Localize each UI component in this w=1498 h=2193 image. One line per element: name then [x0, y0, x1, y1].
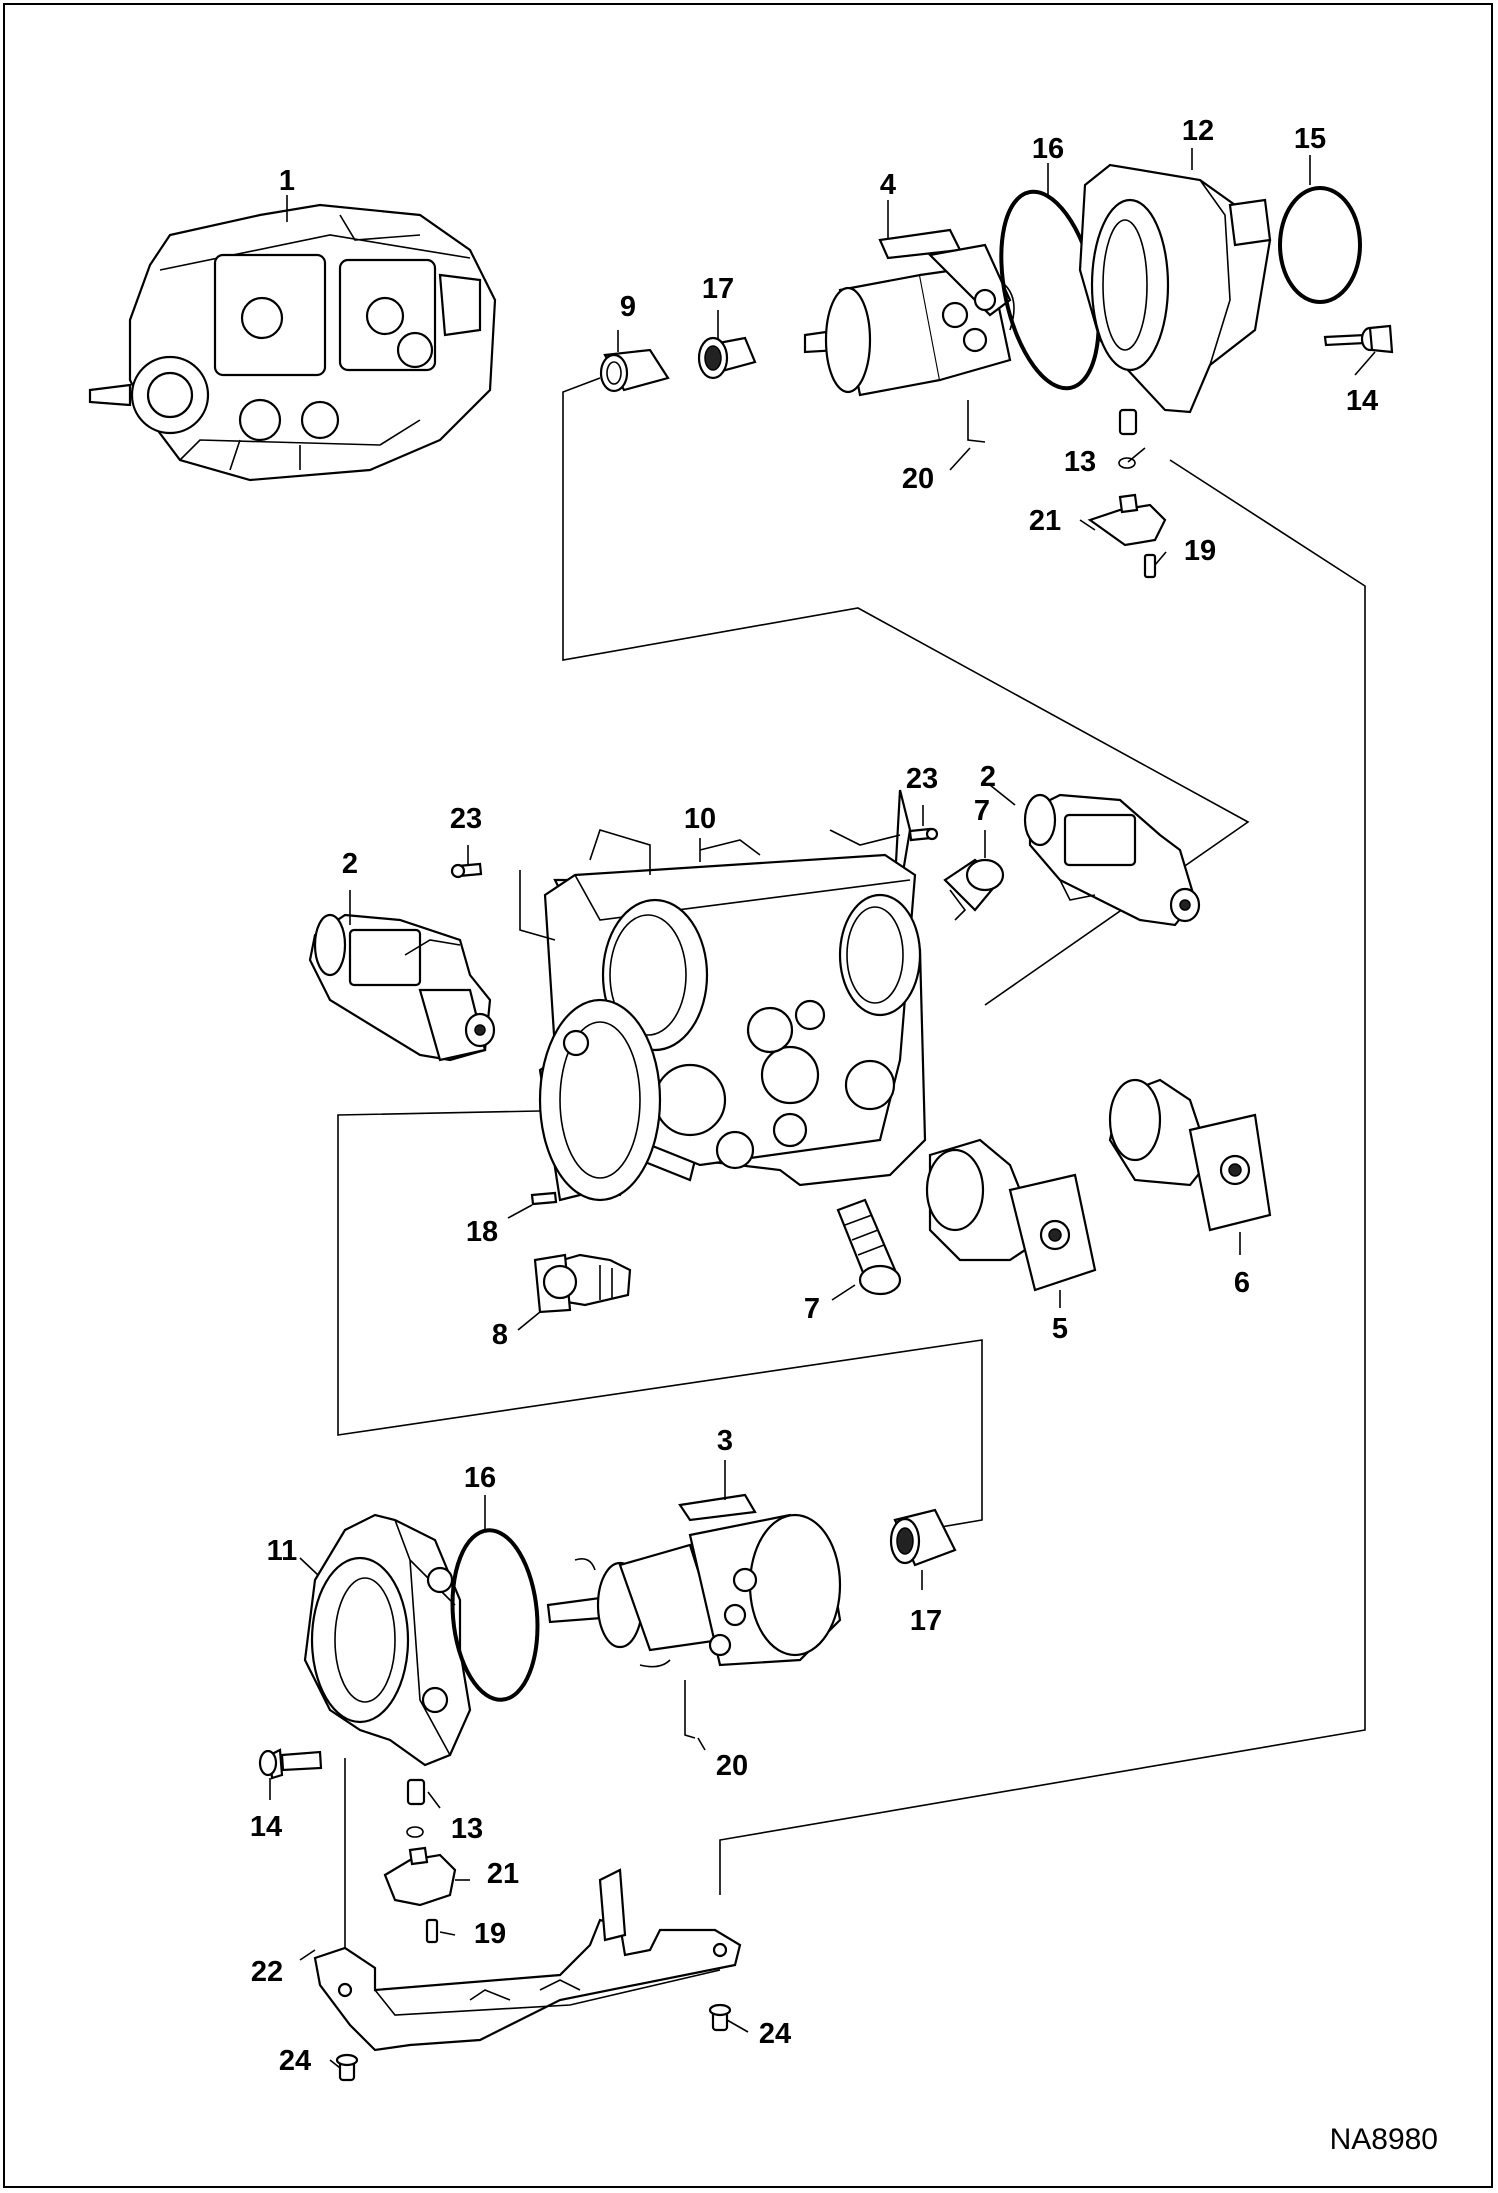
part-17-roller-bearing-bottom: [889, 1508, 957, 1567]
part-15-o-ring: [1278, 186, 1362, 304]
part-13-fitting-top: [1118, 408, 1138, 469]
callout-15: 15: [1294, 123, 1326, 155]
callout-8: 8: [492, 1319, 508, 1351]
callout-23-left: 23: [450, 803, 482, 835]
part-8-plug: [533, 1253, 632, 1314]
callout-20-top: 20: [902, 463, 934, 495]
callout-2-left: 2: [342, 848, 358, 880]
callout-7-lower: 7: [804, 1293, 820, 1325]
part-12-end-housing-top: [1078, 163, 1272, 414]
part-16-o-ring-bottom: [450, 1528, 540, 1702]
part-23-screw-left: [450, 862, 556, 941]
callout-3: 3: [717, 1425, 733, 1457]
callout-23-right: 23: [906, 763, 938, 795]
part-21-bracket-top: [1087, 493, 1167, 547]
callout-24-right: 24: [759, 2018, 791, 2050]
figure-border: [3, 3, 1493, 2188]
callout-5: 5: [1052, 1313, 1068, 1345]
part-10-center-housing: [538, 789, 927, 1202]
callout-labels: 1 16 12 15 4 9 17 14 13 20 21 19 23 2 10…: [250, 115, 1378, 2077]
callout-21-bottom: 21: [487, 1858, 519, 1890]
callout-14-top: 14: [1346, 385, 1378, 417]
callout-13-top: 13: [1064, 446, 1096, 478]
callout-9: 9: [620, 291, 636, 323]
part-14-bolt-bottom: [258, 1748, 323, 1780]
part-7-relief-valve-lower: [836, 1198, 902, 1296]
callout-18: 18: [466, 1216, 498, 1248]
part-3-rotating-group-bottom: [546, 1493, 842, 1668]
part-21-bracket-bottom: [383, 1846, 457, 1907]
part-6-control-cylinder: [1108, 1078, 1272, 1232]
part-9-bearing-sleeve: [599, 348, 670, 393]
callout-2-right: 2: [980, 761, 996, 793]
callout-16-bottom: 16: [464, 1462, 496, 1494]
callout-13-bottom: 13: [451, 1813, 483, 1845]
part-7-relief-valve-upper: [943, 858, 1005, 921]
callout-1: 1: [279, 165, 295, 197]
callout-17-top: 17: [702, 273, 734, 305]
callout-20-bottom: 20: [716, 1750, 748, 1782]
callout-12: 12: [1182, 115, 1214, 147]
callout-14-bottom: 14: [250, 1811, 282, 1843]
part-19-screw-bottom: [425, 1918, 439, 1944]
part-17-roller-bearing-top: [697, 336, 757, 380]
part-13-fitting-bottom: [406, 1778, 426, 1838]
part-20-pin-bottom: [684, 1680, 696, 1739]
callout-19-bottom: 19: [474, 1918, 506, 1950]
callout-17-bottom: 17: [910, 1605, 942, 1637]
part-2-control-valve-left: [308, 913, 496, 1062]
part-2-control-valve-right: [1023, 793, 1201, 927]
part-11-end-housing-bottom: [303, 1513, 472, 1767]
part-5-control-cylinder: [925, 1138, 1097, 1292]
callout-21-top: 21: [1029, 505, 1061, 537]
callout-16-top: 16: [1032, 133, 1064, 165]
callout-leaders: [269, 148, 1376, 2069]
part-14-bolt-top: [1323, 324, 1394, 354]
callout-11: 11: [267, 1535, 298, 1567]
callout-19-top: 19: [1184, 535, 1216, 567]
callout-10: 10: [684, 803, 716, 835]
part-24-screw-left: [335, 2053, 359, 2082]
callout-7-upper: 7: [974, 795, 990, 827]
callout-4: 4: [880, 169, 896, 201]
part-20-pin-top: [967, 400, 986, 443]
part-4-rotating-group-top: [803, 228, 1015, 397]
part-19-screw-top: [1143, 553, 1157, 579]
part-1-pump-assembly: [88, 203, 497, 482]
part-24-screw-right: [708, 2003, 732, 2032]
part-23-screw-right: [908, 827, 939, 842]
callout-6: 6: [1234, 1267, 1250, 1299]
callout-22: 22: [251, 1956, 283, 1988]
callout-24-left: 24: [279, 2045, 311, 2077]
part-22-mounting-plate: [313, 1868, 742, 2052]
figure-id: NA8980: [1330, 2123, 1438, 2156]
part-18-dowel-pin: [530, 1191, 558, 1206]
